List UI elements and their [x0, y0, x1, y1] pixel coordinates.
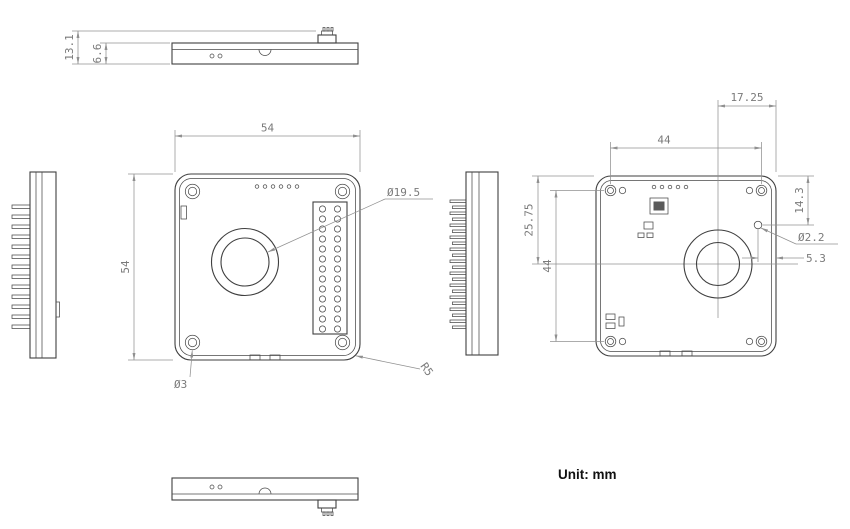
back-corner-holes: [604, 184, 768, 348]
dim-top-to-center: 25.75: [523, 203, 536, 236]
front-lens-opening: [210, 227, 280, 297]
label-corner-radius: R5: [418, 360, 436, 378]
back-bottom-tab: [659, 350, 671, 357]
dim-hole-spacing-vertical: 44: [541, 259, 554, 273]
connector-side-view: [449, 171, 499, 356]
bottom-face-hole: [217, 484, 223, 490]
front-body-outline: [174, 173, 361, 361]
dim-body-height: 6.6: [91, 44, 104, 64]
top-view-dimensions: 13.1 6.6: [63, 30, 316, 65]
connector-side-body: [465, 171, 499, 356]
front-pin-header: [312, 201, 348, 335]
back-bottom-tab: [681, 350, 693, 357]
dim-hole-to-edge: 5.3: [806, 252, 826, 265]
label-small-hole-diameter: Ø2.2: [798, 231, 825, 244]
top-face-hole: [209, 53, 215, 59]
top-face-hole: [217, 53, 223, 59]
front-view-dimensions: 54 54 Ø19.5 Ø3 R5: [119, 122, 436, 392]
front-corner-holes: [184, 183, 351, 351]
label-lens-diameter: Ø19.5: [387, 186, 420, 199]
left-side-notch: [55, 301, 60, 318]
left-side-body: [29, 171, 57, 359]
front-view: 54 54 Ø19.5 Ø3 R5: [119, 122, 436, 392]
dim-total-height: 13.1: [63, 34, 76, 61]
dim-front-height: 54: [119, 260, 132, 274]
bottom-center-notch: [258, 487, 272, 495]
bottom-view-body: [171, 477, 359, 501]
dim-center-to-edge: 17.25: [730, 91, 763, 104]
front-bottom-tab: [249, 354, 261, 361]
back-body-outline: [595, 175, 777, 357]
top-center-notch: [258, 49, 272, 56]
front-edge-component: [180, 205, 187, 220]
back-components: [605, 184, 693, 357]
bottom-face-hole: [209, 484, 215, 490]
back-lens-opening: [683, 229, 753, 299]
top-view-connector: [317, 27, 337, 44]
connector-side-pins: [449, 199, 467, 329]
label-corner-hole-diameter: Ø3: [174, 378, 187, 391]
back-view-dimensions: 17.25 44 25.75 44 14.3 Ø2.2 5.3: [523, 91, 838, 342]
back-small-hole: [753, 220, 763, 230]
ic-chip: [649, 197, 669, 215]
left-side-pins: [11, 204, 31, 329]
bottom-view: [171, 477, 359, 516]
dim-hole-spacing-horizontal: 44: [657, 134, 671, 147]
top-view-body: [171, 42, 359, 65]
unit-label: Unit: mm: [558, 467, 617, 482]
left-side-view: [11, 171, 60, 359]
front-bottom-tab: [269, 354, 281, 361]
dim-front-width: 54: [261, 122, 275, 135]
bottom-view-connector: [317, 499, 337, 516]
front-led-dots: [254, 184, 300, 189]
back-view: 17.25 44 25.75 44 14.3 Ø2.2 5.3: [523, 91, 838, 357]
dim-edge-to-hole: 14.3: [793, 187, 806, 214]
top-view: 13.1 6.6: [63, 27, 359, 65]
